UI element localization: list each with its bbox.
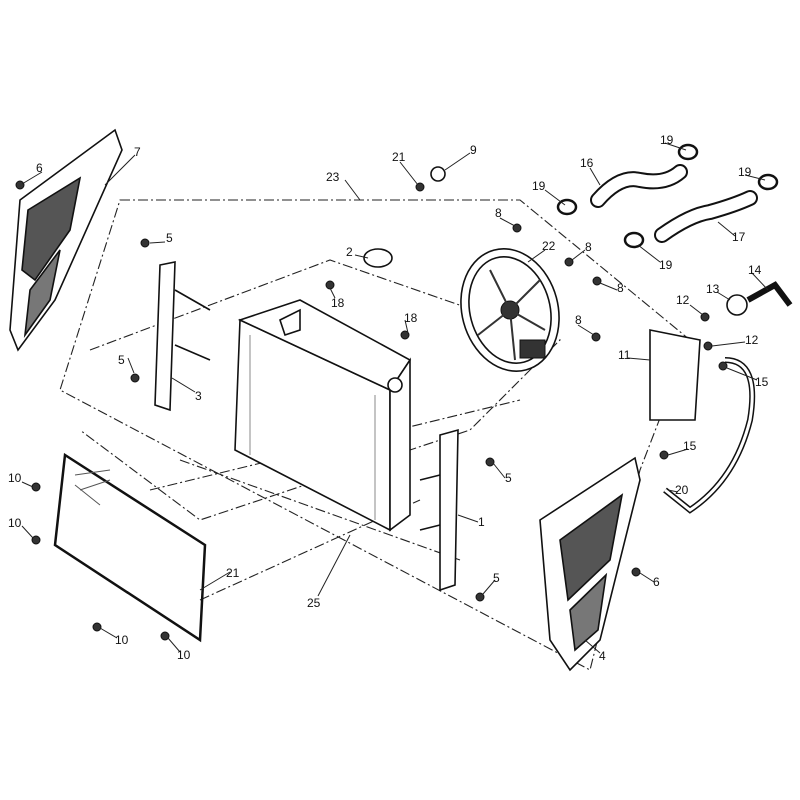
callout-labels: 6 7 21 9 23 16 19 19 19 8 5 2 22 8 19 17… bbox=[8, 133, 769, 663]
leader-lines bbox=[21, 142, 769, 654]
callout-21: 21 bbox=[226, 566, 240, 580]
callout-3: 3 bbox=[195, 389, 202, 403]
radiator-screen bbox=[53, 452, 207, 643]
callout-20: 20 bbox=[675, 483, 689, 497]
callout-18: 18 bbox=[331, 296, 345, 310]
callout-15: 15 bbox=[755, 375, 769, 389]
coolant-reservoir bbox=[649, 281, 793, 514]
callout-5: 5 bbox=[166, 231, 173, 245]
assembly-outline bbox=[59, 199, 691, 671]
callout-1: 1 bbox=[478, 515, 485, 529]
callout-2: 2 bbox=[346, 245, 353, 259]
hose-clamps bbox=[556, 143, 779, 249]
right-bracket bbox=[419, 428, 459, 592]
callout-17: 17 bbox=[732, 230, 746, 244]
callout-8: 8 bbox=[617, 281, 624, 295]
callout-5: 5 bbox=[118, 353, 125, 367]
callout-10: 10 bbox=[177, 648, 191, 662]
left-shroud bbox=[9, 128, 123, 352]
right-shroud bbox=[539, 456, 641, 672]
callout-12: 12 bbox=[676, 293, 690, 307]
callout-11: 11 bbox=[618, 348, 631, 362]
callout-19: 19 bbox=[738, 165, 752, 179]
callout-19: 19 bbox=[659, 258, 673, 272]
callout-19: 19 bbox=[532, 179, 546, 193]
callout-22: 22 bbox=[542, 239, 556, 253]
callout-18: 18 bbox=[404, 311, 418, 325]
callout-4: 4 bbox=[599, 649, 606, 663]
left-bracket bbox=[154, 261, 211, 412]
callout-6: 6 bbox=[36, 161, 43, 175]
cooling-fan bbox=[460, 248, 560, 372]
callout-6: 6 bbox=[653, 575, 660, 589]
callout-5: 5 bbox=[493, 571, 500, 585]
callout-5: 5 bbox=[505, 471, 512, 485]
radiator-cap bbox=[363, 248, 393, 268]
callout-10: 10 bbox=[8, 471, 22, 485]
radiator bbox=[234, 299, 412, 532]
callout-7: 7 bbox=[134, 145, 141, 159]
callout-8: 8 bbox=[585, 240, 592, 254]
callout-19: 19 bbox=[660, 133, 674, 147]
callout-9: 9 bbox=[470, 143, 477, 157]
callout-23: 23 bbox=[326, 170, 340, 184]
fasteners bbox=[15, 166, 728, 641]
callout-14: 14 bbox=[748, 263, 762, 277]
callout-10: 10 bbox=[115, 633, 129, 647]
callout-13: 13 bbox=[706, 282, 720, 296]
callout-10: 10 bbox=[8, 516, 22, 530]
callout-16: 16 bbox=[580, 156, 594, 170]
callout-15: 15 bbox=[683, 439, 697, 453]
callout-8: 8 bbox=[575, 313, 582, 327]
callout-25: 25 bbox=[307, 596, 321, 610]
callout-12: 12 bbox=[745, 333, 759, 347]
callout-21: 21 bbox=[392, 150, 406, 164]
callout-8: 8 bbox=[495, 206, 502, 220]
